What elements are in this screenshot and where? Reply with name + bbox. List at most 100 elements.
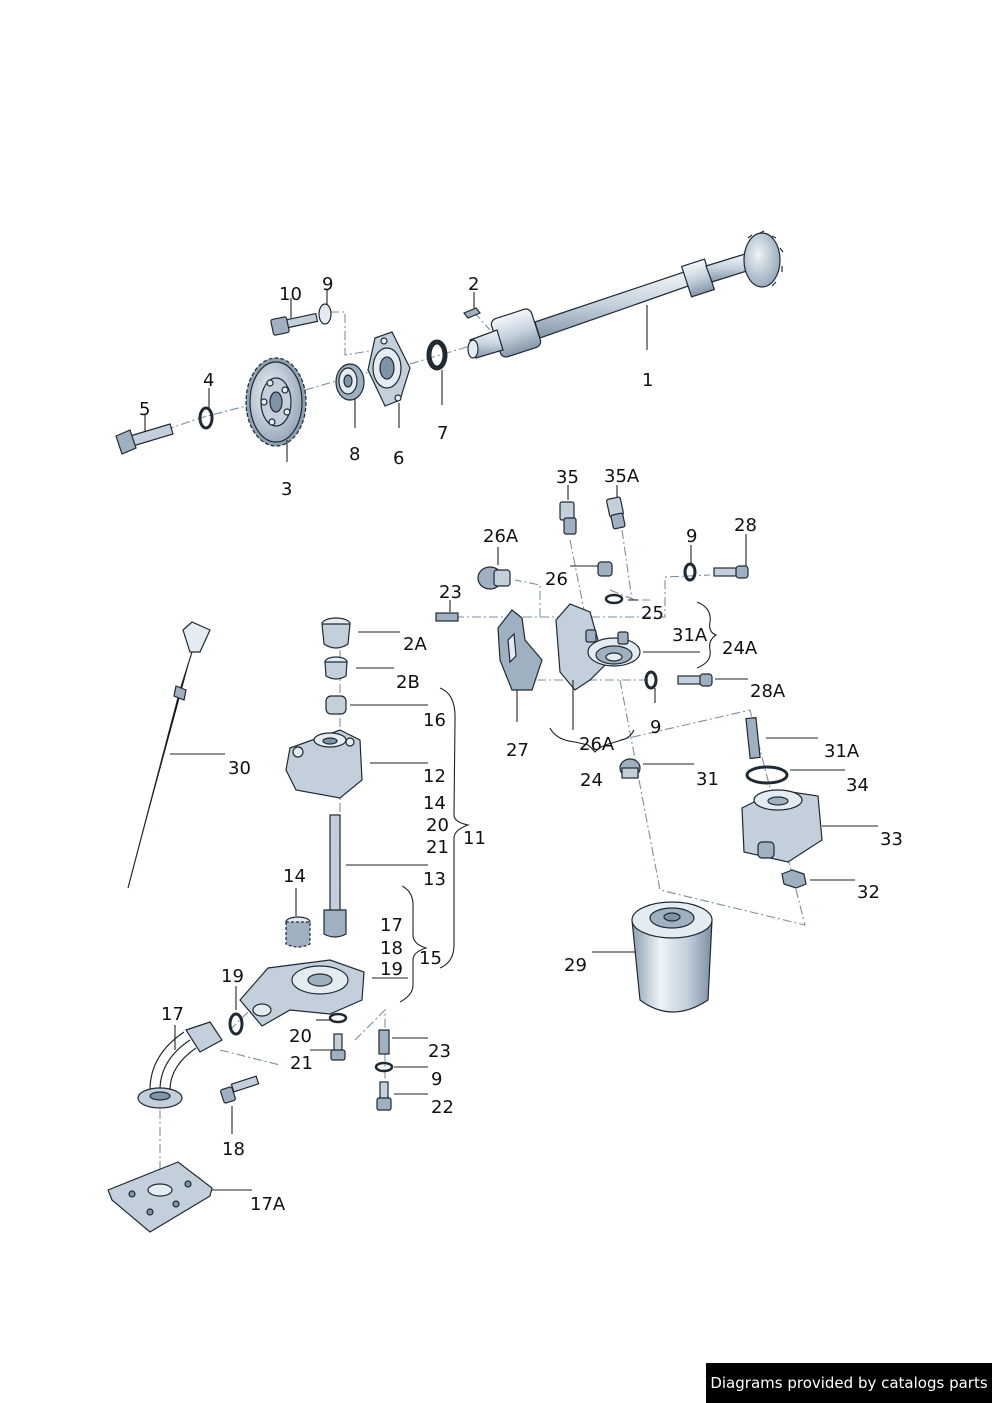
callout-23-lower: 23 (428, 1041, 451, 1062)
oil-pump-cover-15 (239, 959, 365, 1027)
leader-lines (144, 290, 878, 1191)
bush-16 (325, 695, 347, 715)
oil-filter-29 (631, 901, 713, 1013)
oil-pump-housing-12 (285, 729, 363, 799)
callout-16: 16 (423, 710, 446, 731)
callout-17: 17 (161, 1004, 184, 1025)
footer-text: Diagrams provided by catalogs parts (710, 1374, 988, 1392)
callout-11: 11 (463, 828, 486, 849)
washer-9 (318, 303, 332, 325)
washer-19 (228, 1012, 244, 1036)
callout-9: 9 (322, 274, 333, 295)
callout-21: 21 (290, 1053, 313, 1074)
callout-27: 27 (506, 740, 529, 761)
suction-pipe-17 (137, 1021, 223, 1109)
callout-31A-upper: 31A (672, 625, 708, 646)
callout-28A: 28A (750, 681, 786, 702)
callout-23-upper: 23 (439, 582, 462, 603)
callout-9-middle: 9 (650, 717, 661, 738)
callout-3: 3 (281, 479, 292, 500)
callout-17A: 17A (250, 1194, 286, 1215)
camshaft-gear (245, 357, 307, 447)
oil-pressure-switch-35A (606, 496, 626, 530)
pump-gear-14 (285, 916, 311, 948)
bearing-8 (335, 363, 365, 401)
callout-14-group: 14 (423, 793, 446, 814)
callout-24: 24 (580, 770, 603, 791)
callout-26: 26 (545, 569, 568, 590)
bolt-28 (713, 565, 749, 579)
callout-32: 32 (857, 882, 880, 903)
callout-18: 18 (222, 1139, 245, 1160)
seal-ring-34 (745, 765, 789, 785)
callout-26A-upper: 26A (483, 526, 519, 547)
bush-2B (324, 656, 348, 680)
camshaft (467, 230, 784, 359)
gasket-27-slot (507, 632, 517, 664)
seal-25 (604, 593, 624, 605)
ring-9-lower (644, 670, 658, 690)
callout-29: 29 (564, 955, 587, 976)
callout-35: 35 (556, 467, 579, 488)
callout-24A: 24A (722, 638, 758, 659)
bolt-21 (330, 1033, 346, 1061)
bolt-18 (220, 1075, 260, 1104)
oil-filter-bracket-24 (555, 603, 641, 691)
bush-2A (321, 617, 351, 649)
callout-17-group: 17 (380, 915, 403, 936)
assembly-lines (159, 311, 806, 1180)
nut-32 (781, 869, 807, 889)
callout-31: 31 (696, 769, 719, 790)
threaded-union-31 (619, 758, 641, 779)
stud-23-upper (435, 612, 459, 622)
washer-20 (328, 1012, 348, 1024)
callout-13: 13 (423, 869, 446, 890)
ring-9-upper (683, 562, 697, 582)
plug-26A (477, 566, 511, 590)
callout-4: 4 (203, 370, 214, 391)
callout-14: 14 (283, 866, 306, 887)
callout-labels: 1 2 3 4 5 6 7 8 9 10 35 35A 26A 9 28 26 … (139, 274, 903, 1215)
callout-18-group: 18 (380, 938, 403, 959)
callout-5: 5 (139, 399, 150, 420)
callout-30: 30 (228, 758, 251, 779)
callout-34: 34 (846, 775, 869, 796)
callout-2B: 2B (396, 672, 420, 693)
callout-1: 1 (642, 370, 653, 391)
bearing-flange (367, 331, 411, 407)
callout-9-lower: 9 (431, 1069, 442, 1090)
stud-23-lower (378, 1029, 390, 1055)
callout-2A: 2A (403, 634, 427, 655)
callout-19: 19 (221, 966, 244, 987)
oil-pressure-switch-35 (559, 501, 577, 535)
seal-ring-7 (426, 339, 448, 371)
callout-20: 20 (289, 1026, 312, 1047)
strainer-17A (107, 1161, 213, 1233)
stud-31A (745, 716, 761, 760)
pump-drive-shaft-13 (323, 814, 347, 938)
callout-12: 12 (423, 766, 446, 787)
callout-28: 28 (734, 515, 757, 536)
callout-26A-lower: 26A (579, 734, 615, 755)
callout-31A-lower: 31A (824, 741, 860, 762)
callout-22: 22 (431, 1097, 454, 1118)
bolt-5 (115, 423, 174, 455)
washer-4 (198, 406, 214, 430)
oil-cooler-33 (741, 789, 823, 863)
plug-26 (597, 561, 613, 577)
callout-10: 10 (279, 284, 302, 305)
footer-credit: Diagrams provided by catalogs parts (706, 1363, 992, 1403)
callout-35A: 35A (604, 466, 640, 487)
oil-dipstick-30 (127, 621, 211, 889)
callout-9-upper-right: 9 (686, 526, 697, 547)
callout-8: 8 (349, 444, 360, 465)
callout-2: 2 (468, 274, 479, 295)
gasket-27 (497, 609, 543, 691)
callout-33: 33 (880, 829, 903, 850)
callout-15: 15 (419, 948, 442, 969)
callout-7: 7 (437, 423, 448, 444)
bolt-28A (677, 673, 713, 687)
woodruff-key (463, 307, 481, 319)
bolt-10 (270, 312, 319, 336)
